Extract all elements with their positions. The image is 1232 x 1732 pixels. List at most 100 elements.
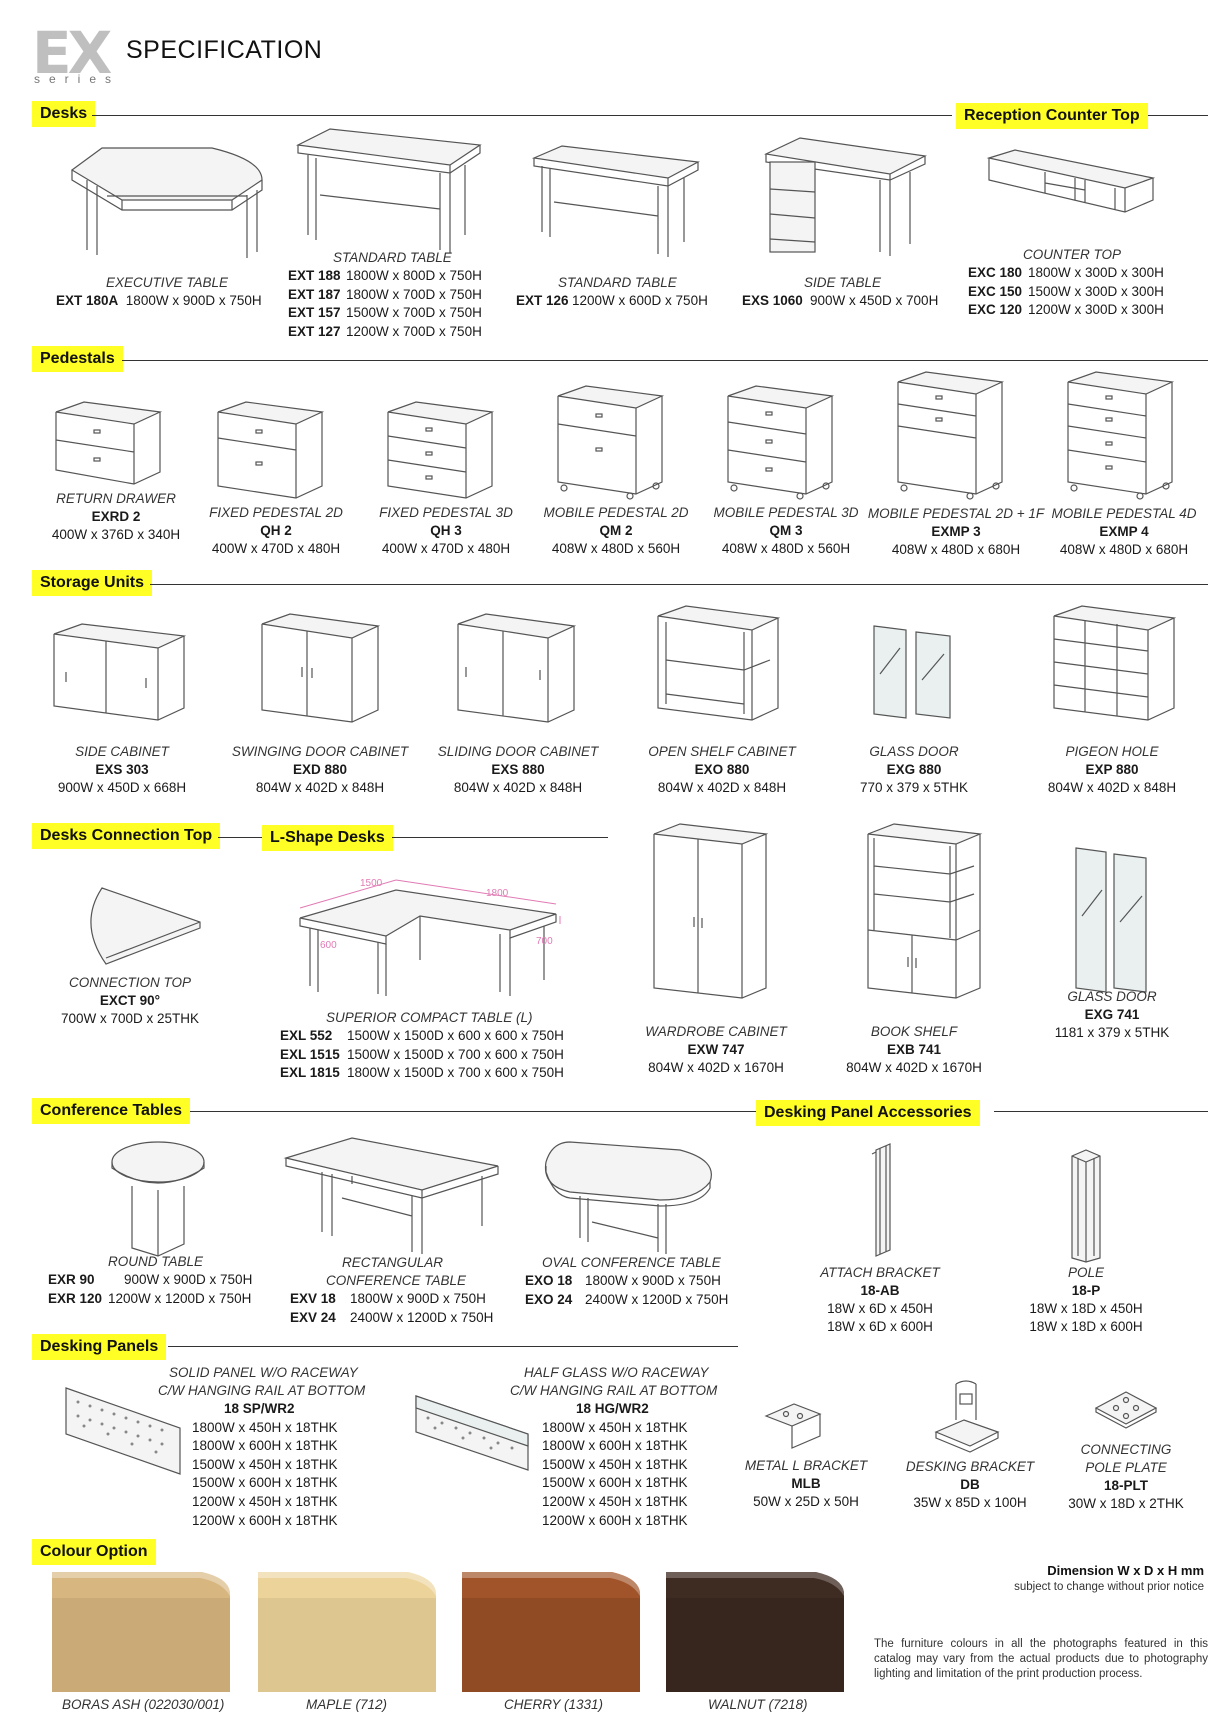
pedestal-fixed-3d: FIXED PEDESTAL 3D QH 3 400W x 470D x 480… — [379, 505, 513, 556]
oval-conference-illustration — [540, 1138, 720, 1258]
divider — [994, 1111, 1208, 1112]
section-desks: Desks — [32, 101, 96, 127]
logo-mark: EX — [32, 19, 112, 87]
pole-illustration — [1066, 1148, 1106, 1264]
storage-open-shelf: OPEN SHELF CABINET EXO 880 804W x 402D x… — [648, 744, 796, 795]
dim-label: 600 — [320, 940, 337, 951]
fixed-pedestal-2d-illustration — [216, 400, 326, 500]
fixed-pedestal-3d-illustration — [386, 400, 496, 500]
round-table-illustration — [108, 1140, 208, 1260]
section-reception: Reception Counter Top — [956, 103, 1148, 129]
page-title: SPECIFICATION — [126, 36, 323, 64]
section-pedestals: Pedestals — [32, 346, 123, 372]
attach-bracket: ATTACH BRACKET 18-AB 18W x 6D x 450H 18W… — [820, 1265, 940, 1334]
section-desking-panels: Desking Panels — [32, 1334, 167, 1360]
dimension: 1800W x 900D x 750H — [125, 293, 262, 308]
executive-table-illustration — [62, 140, 272, 270]
section-colour-option: Colour Option — [32, 1539, 156, 1565]
colour-swatch-maple — [258, 1572, 436, 1692]
dim-label: 1500 — [360, 878, 383, 889]
section-connection-top: Desks Connection Top — [32, 823, 221, 849]
metal-l-bracket: METAL L BRACKET MLB 50W x 25D x 50H — [744, 1458, 868, 1509]
book-shelf-illustration — [864, 822, 984, 1002]
divider — [92, 115, 952, 116]
section-l-shape: L-Shape Desks — [262, 825, 393, 851]
executive-table: EXECUTIVE TABLE EXT 180A 1800W x 900D x … — [56, 275, 262, 308]
side-cabinet-illustration — [52, 622, 186, 722]
divider — [1148, 115, 1208, 116]
wardrobe-cabinet: WARDROBE CABINET EXW 747 804W x 402D x 1… — [645, 1024, 787, 1075]
section-conference: Conference Tables — [32, 1098, 190, 1124]
standard-table-illustration — [290, 125, 490, 255]
pedestal-return-drawer: RETURN DRAWER EXRD 2 400W x 376D x 340H — [51, 491, 181, 542]
mobile-pedestal-3d-illustration — [726, 384, 836, 500]
colour-swatch-boras-ash — [52, 1572, 230, 1692]
dim-label: 1800 — [486, 888, 509, 899]
pedestal-fixed-2d: FIXED PEDESTAL 2D QH 2 400W x 470D x 480… — [209, 505, 343, 556]
half-glass-panel-specs: HALF GLASS W/O RACEWAY C/W HANGING RAIL … — [510, 1365, 718, 1528]
counter-top-illustration — [985, 148, 1155, 238]
pedestal-mobile-2d: MOBILE PEDESTAL 2D QM 2 408W x 480D x 56… — [543, 505, 689, 556]
standard-table-small-illustration — [528, 142, 708, 262]
divider — [392, 837, 608, 838]
mobile-pedestal-2d-1f-illustration — [896, 370, 1006, 500]
l-shape-desk-illustration: 1500 1800 600 700 — [296, 868, 566, 998]
desking-bracket-illustration — [934, 1380, 1004, 1456]
glass-door-tall: GLASS DOOR EXG 741 1181 x 379 x 5THK — [1054, 989, 1170, 1040]
side-table-illustration — [760, 134, 930, 264]
connecting-pole-plate-illustration — [1094, 1390, 1160, 1430]
connection-top-illustration — [74, 884, 204, 970]
swatch-top — [52, 1572, 230, 1692]
wardrobe-cabinet-illustration — [650, 822, 770, 1002]
pedestal-mobile-2d-1f: MOBILE PEDESTAL 2D + 1F EXMP 3 408W x 48… — [867, 506, 1045, 557]
divider — [150, 584, 1208, 585]
rectangular-conference-illustration — [282, 1136, 502, 1256]
open-shelf-cabinet-illustration — [656, 604, 780, 724]
colour-name: MAPLE (712) — [306, 1697, 388, 1712]
pole: POLE 18-P 18W x 18D x 450H 18W x 18D x 6… — [1029, 1265, 1143, 1334]
divider — [218, 837, 262, 838]
swinging-door-cabinet-illustration — [260, 612, 380, 724]
disclaimer-note: The furniture colours in all the photogr… — [874, 1638, 1208, 1680]
dim-label: 700 — [536, 936, 553, 947]
divider — [122, 360, 1208, 361]
section-accessories: Desking Panel Accessories — [756, 1100, 980, 1126]
pedestal-mobile-4d: MOBILE PEDESTAL 4D EXMP 4 408W x 480D x … — [1051, 506, 1197, 557]
colour-name: CHERRY (1331) — [504, 1697, 604, 1712]
desking-bracket: DESKING BRACKET DB 35W x 85D x 100H — [905, 1459, 1035, 1510]
pedestal-mobile-3d: MOBILE PEDESTAL 3D QM 3 408W x 480D x 56… — [713, 505, 859, 556]
subject-note: subject to change without prior notice — [1014, 1581, 1204, 1593]
connecting-pole-plate: CONNECTING POLE PLATE 18-PLT 30W x 18D x… — [1068, 1442, 1184, 1511]
book-shelf: BOOK SHELF EXB 741 804W x 402D x 1670H — [846, 1024, 982, 1075]
storage-sliding-door: SLIDING DOOR CABINET EXS 880 804W x 402D… — [437, 744, 599, 795]
colour-name: BORAS ASH (022030/001) — [62, 1697, 225, 1712]
sliding-door-cabinet-illustration — [456, 612, 576, 724]
colour-swatch-cherry — [462, 1572, 640, 1692]
metal-l-bracket-illustration — [764, 1402, 834, 1452]
divider — [168, 1346, 738, 1347]
mobile-pedestal-4d-illustration — [1066, 370, 1176, 500]
glass-door-tall-illustration — [1072, 846, 1152, 994]
divider — [190, 1111, 758, 1112]
solid-panel-illustration — [62, 1386, 182, 1476]
half-glass-panel-illustration — [412, 1394, 532, 1474]
return-drawer-illustration — [54, 400, 164, 490]
glass-door-illustration — [870, 624, 960, 720]
logo-subtitle: series — [34, 72, 121, 86]
mobile-pedestal-2d-illustration — [556, 384, 666, 500]
colour-name: WALNUT (7218) — [708, 1697, 808, 1712]
section-storage: Storage Units — [32, 570, 153, 596]
colour-swatch-walnut — [666, 1572, 844, 1692]
storage-pigeon-hole: PIGEON HOLE EXP 880 804W x 402D x 848H — [1047, 744, 1177, 795]
pigeon-hole-illustration — [1052, 604, 1176, 724]
code: EXT 180A — [56, 293, 119, 308]
attach-bracket-illustration — [866, 1142, 906, 1258]
storage-swinging-door: SWINGING DOOR CABINET EXD 880 804W x 402… — [231, 744, 409, 795]
